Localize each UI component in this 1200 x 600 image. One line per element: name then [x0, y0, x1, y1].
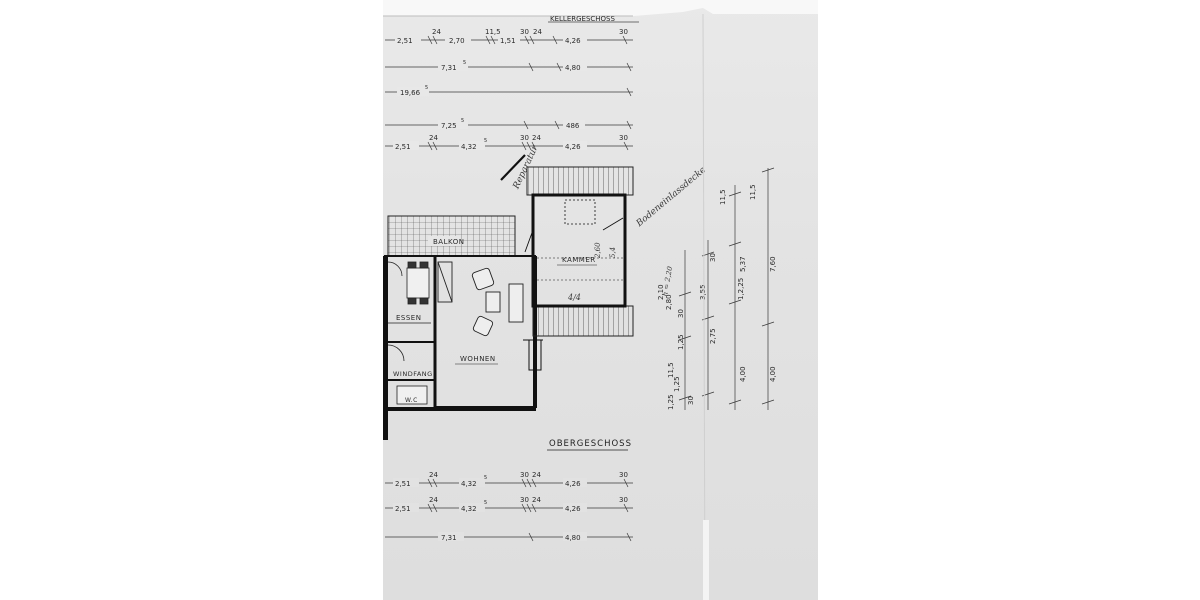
bottom-dims-row2: 2,51 24 4,32 5 30 24 4,26 30: [393, 496, 628, 513]
dim-label: 30: [619, 28, 628, 36]
dim-label: 2,51: [397, 37, 413, 45]
room-label-wc: W.C: [405, 397, 418, 404]
dim-label: 30: [619, 134, 628, 142]
top-dims-row5: 2,51 24 4,32 5 30 24 4,26 30: [393, 134, 628, 151]
dim-label: 1,25: [667, 394, 675, 410]
dim-label: 1,25: [677, 334, 685, 350]
dim-label: 4,26: [565, 480, 581, 488]
blueprint-sheet: KELLERGESCHOSS: [383, 0, 818, 600]
dim-label: 2,70: [449, 37, 465, 45]
dim-label: 24: [429, 496, 438, 504]
dim-label: 2,75: [709, 328, 717, 344]
dim-label: 30: [520, 496, 529, 504]
dim-label: 24: [429, 471, 438, 479]
dim-label: 11,5: [485, 28, 501, 36]
room-label-wohnen: WOHNEN: [460, 355, 496, 363]
dim-label: 5: [463, 60, 466, 66]
dim-label: 30: [677, 309, 685, 318]
room-label-kammer: KAMMER: [562, 256, 596, 264]
bottom-dims-row1: 2,51 24 4,32 5 30 24 4,26 30: [393, 471, 628, 488]
kammer-walls: [524, 193, 627, 308]
dim-label: 30: [520, 28, 529, 36]
dim-label: 11,5: [667, 362, 675, 378]
bottom-dimension-group: [385, 478, 633, 542]
dim-label: 1,2,25: [737, 278, 745, 300]
dim-label: 24: [533, 28, 542, 36]
dim-label: 4,80: [565, 64, 581, 72]
top-dims-row3: 19,66 5: [397, 85, 429, 97]
dim-label: 11,5: [749, 184, 757, 200]
living-furniture: [437, 261, 524, 337]
dim-label: 4,32: [461, 505, 477, 513]
wc-room: [396, 385, 428, 405]
dim-label: 7,31: [441, 534, 457, 542]
dim-label: 486: [566, 122, 580, 130]
dim-label: 4,26: [565, 37, 581, 45]
dim-label: 30: [619, 471, 628, 479]
room-label-windfang: WINDFANG: [393, 370, 433, 378]
side-dimension-labels: 1,25 11,5 1,25 30 1,25 30 3,55 2,75 30 1…: [657, 184, 777, 410]
dim-label: 4,00: [769, 366, 777, 382]
paper-fold: [702, 13, 706, 600]
dim-label: 4,80: [565, 534, 581, 542]
handwritten-size: 4/4: [567, 293, 581, 302]
dim-label: 5: [484, 475, 487, 481]
torn-paper-edge: [383, 0, 818, 16]
room-label-balkon: BALKON: [433, 238, 464, 246]
paper-tear: [703, 520, 709, 600]
dim-label: 2,51: [395, 143, 411, 151]
handwritten-dim: 5,4: [609, 247, 617, 258]
dim-label: 7,60: [769, 256, 777, 272]
dim-label: 30: [709, 253, 717, 262]
dim-label: 5: [484, 138, 487, 144]
bottom-dims-row3: 7,31 4,80: [438, 532, 587, 542]
dim-label: 4,26: [565, 505, 581, 513]
dim-label: 24: [532, 134, 541, 142]
dim-label: 2,51: [395, 480, 411, 488]
dim-label: 7,25: [441, 122, 457, 130]
dim-label: 4,32: [461, 480, 477, 488]
top-dims-row4: 7,25 5 486: [438, 118, 585, 130]
dim-label: 30: [520, 471, 529, 479]
kammer-top-wall: [526, 166, 634, 196]
dim-label: 5: [484, 500, 487, 506]
floor-title: OBERGESCHOSS: [549, 439, 632, 449]
dim-label: 5,37: [739, 256, 747, 272]
dim-label: 4,00: [739, 366, 747, 382]
dim-label: 11,5: [719, 189, 727, 205]
dim-label: 5: [425, 85, 428, 91]
handwritten-note-2: Bodeneinlassdecke: [634, 165, 708, 229]
dining-furniture: [387, 261, 430, 305]
dim-label: 24: [532, 471, 541, 479]
top-dims-row1: 2,51 24 2,70 11,5 1,51 30 24 4,26 30: [395, 28, 628, 45]
dim-label: 24: [429, 134, 438, 142]
side-dimension-lines: [678, 167, 775, 410]
dim-label: 2,80: [665, 294, 673, 310]
dim-label: 19,66: [400, 89, 421, 97]
room-label-essen: ESSEN: [396, 314, 421, 322]
kammer-bottom-wall: [532, 305, 634, 337]
dim-label: 1,25: [673, 376, 681, 392]
floor-plan-drawing: KELLERGESCHOSS: [383, 0, 818, 600]
dim-label: 24: [532, 496, 541, 504]
dim-label: 4,32: [461, 143, 477, 151]
dim-label: 5: [461, 118, 464, 124]
dim-label: 30: [619, 496, 628, 504]
dim-label: 2,10: [657, 284, 665, 300]
top-dims-row2: 7,31 5 4,80: [438, 60, 587, 72]
handwritten-dim: 2,60: [594, 242, 602, 259]
dim-label: 2,51: [395, 505, 411, 513]
header-label: KELLERGESCHOSS: [550, 15, 615, 23]
dim-label: 30: [687, 396, 695, 405]
dim-label: 24: [432, 28, 441, 36]
dim-label: 3,55: [699, 284, 707, 300]
dim-label: 30: [520, 134, 529, 142]
dim-label: 4,26: [565, 143, 581, 151]
dim-label: 1,51: [500, 37, 516, 45]
dim-label: 7,31: [441, 64, 457, 72]
